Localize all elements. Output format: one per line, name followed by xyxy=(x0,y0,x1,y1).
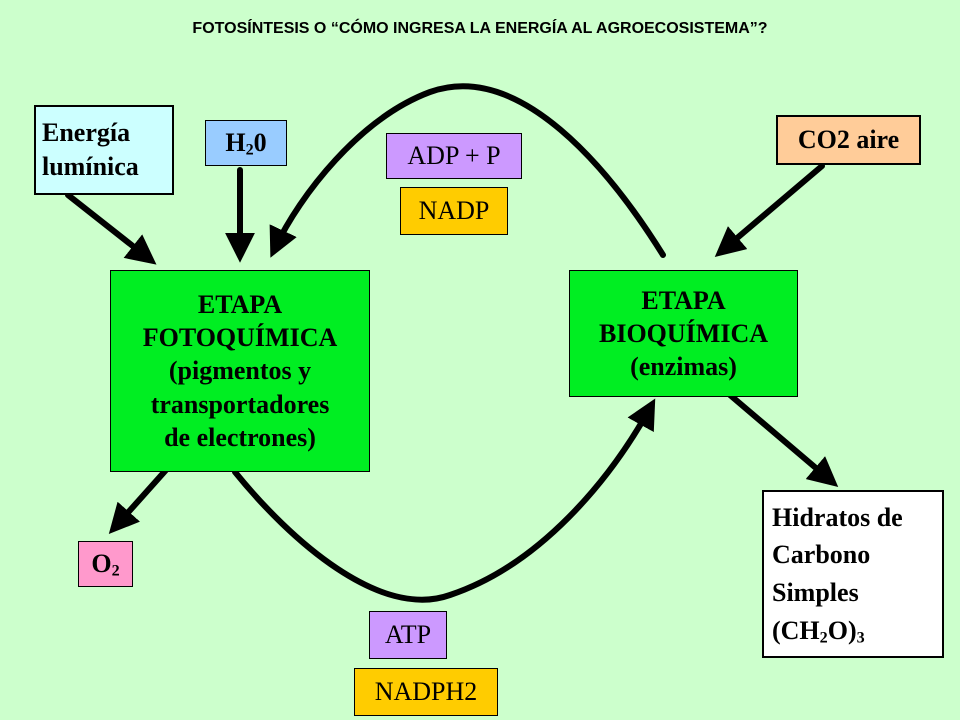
carbohydrates-line3: Simples xyxy=(772,578,859,607)
arrow-light-to-photochemical xyxy=(65,192,157,265)
arrow-biochemical-to-carbohydrates xyxy=(727,392,839,487)
biochemical-line: BIOQUÍMICA xyxy=(598,318,768,348)
biochemical-stage-box: ETAPA BIOQUÍMICA (enzimas) xyxy=(569,270,798,397)
photochemical-line: transportadores xyxy=(150,389,330,419)
oxygen-formula: O2 xyxy=(91,549,120,580)
diagram-title: FOTOSÍNTESIS O “CÓMO INGRESA LA ENERGÍA … xyxy=(192,20,768,37)
water-box: H20 xyxy=(205,120,287,166)
nadph2-box: NADPH2 xyxy=(354,668,498,716)
biochemical-line: ETAPA xyxy=(641,285,726,315)
photochemical-line: FOTOQUÍMICA xyxy=(142,323,338,353)
photochemical-stage-box: ETAPA FOTOQUÍMICA (pigmentos y transport… xyxy=(110,270,370,472)
arrow-photochemical-to-oxygen xyxy=(108,467,169,535)
biochemical-line: (enzimas) xyxy=(630,352,737,382)
co2-box: CO2 aire xyxy=(776,115,921,165)
arrow-adp-cycle-to-photochemical xyxy=(269,83,666,258)
photochemical-line: ETAPA xyxy=(197,289,283,319)
carbohydrates-formula: (CH2O)3 xyxy=(772,615,865,647)
light-energy-line1: Energía xyxy=(42,118,131,148)
photochemical-line: de electrones) xyxy=(164,422,316,452)
nadp-box: NADP xyxy=(400,187,508,235)
co2-label: CO2 aire xyxy=(797,125,900,155)
light-energy-line2: lumínica xyxy=(42,152,139,181)
arrow-atp-cycle-to-biochemical xyxy=(232,398,656,603)
water-formula: H20 xyxy=(225,128,267,159)
atp-box: ATP xyxy=(369,611,447,659)
carbohydrates-line2: Carbono xyxy=(772,540,871,570)
carbohydrates-box: Hidratos de Carbono Simples (CH2O)3 xyxy=(762,490,944,658)
oxygen-box: O2 xyxy=(78,541,133,587)
photochemical-line: (pigmentos y xyxy=(168,356,312,386)
arrow-co2-to-biochemical xyxy=(714,163,825,257)
light-energy-box: Energía lumínica xyxy=(34,105,174,195)
adp-box: ADP + P xyxy=(386,133,522,179)
carbohydrates-line1: Hidratos de xyxy=(772,502,903,532)
